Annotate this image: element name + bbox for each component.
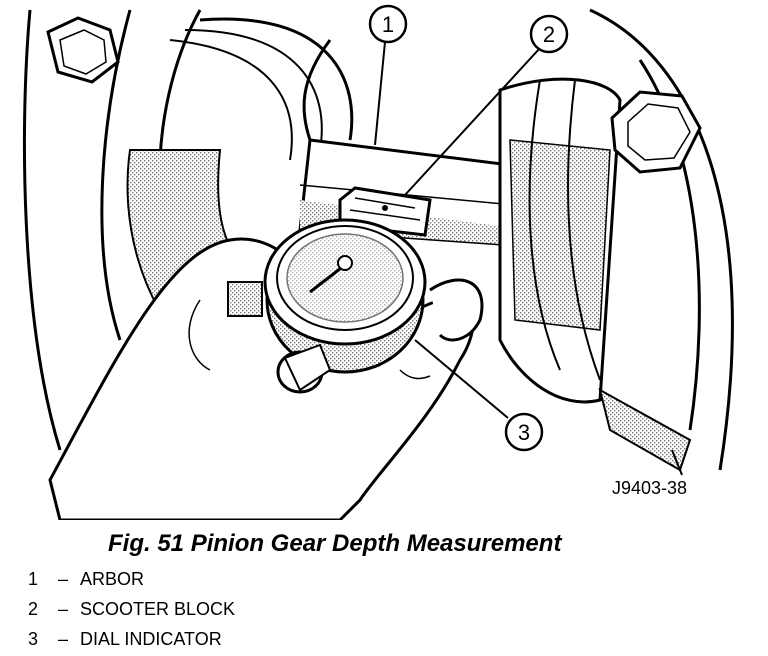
right-bearing — [498, 77, 692, 472]
pinion-depth-illustration: 1 2 3 — [22, 4, 734, 520]
legend-dash: – — [57, 629, 68, 649]
callout-2: 2 — [529, 14, 569, 54]
legend-label: DIAL INDICATOR — [80, 629, 222, 649]
legend-number: 3 — [28, 629, 39, 649]
legend-number: 2 — [28, 599, 39, 619]
callout-1-number: 1 — [382, 12, 394, 37]
bolt-head-right — [610, 90, 702, 174]
legend-dash: – — [57, 599, 68, 619]
legend-item: 1–ARBOR — [28, 566, 235, 596]
callout-legend: 1–ARBOR 2–SCOOTER BLOCK 3–DIAL INDICATOR — [28, 566, 235, 656]
figure-caption: Fig. 51 Pinion Gear Depth Measurement — [108, 530, 562, 557]
callout-3: 3 — [504, 412, 544, 452]
bolt-head-left — [46, 16, 120, 84]
legend-dash: – — [57, 569, 68, 589]
legend-item: 2–SCOOTER BLOCK — [28, 596, 235, 626]
figure-id: J9403-38 — [612, 478, 688, 498]
leader-lines — [374, 41, 683, 476]
legend-label: SCOOTER BLOCK — [80, 599, 236, 619]
callout-3-number: 3 — [518, 420, 530, 445]
callout-1: 1 — [368, 4, 408, 44]
callout-2-number: 2 — [543, 22, 555, 47]
legend-label: ARBOR — [80, 569, 145, 589]
legend-number: 1 — [28, 569, 39, 589]
dial-indicator — [227, 218, 427, 394]
legend-item: 3–DIAL INDICATOR — [28, 626, 235, 656]
